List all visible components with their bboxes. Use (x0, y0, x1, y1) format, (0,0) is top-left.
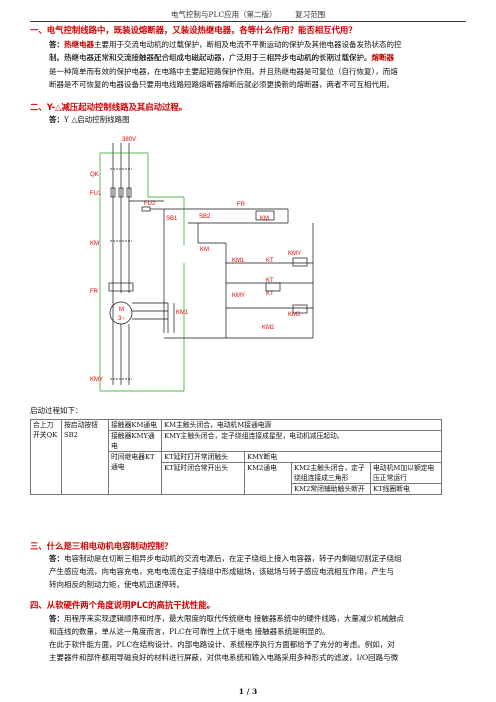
label-kmy2: KMY (232, 293, 245, 299)
q1-answer-label: 答： (49, 40, 64, 49)
q1-line1: 主要用于交流电动机的过载保护，断相及电流不平衡运动的保护及其他电器设备发热状态的… (94, 40, 402, 49)
q1-line2-wrap: 制。热继电器还常和交流接触器配合组成电磁起动器，广泛用于三相异步电动机的长期过载… (49, 51, 469, 64)
highlight-lines (99, 152, 185, 392)
q3-answer-label: 答： (49, 554, 64, 563)
q1-line2-text: 制。热继电器还常和交流接触器配合组成电磁起动器，广泛用于三相异步电动机的长期过载… (49, 53, 372, 62)
label-km2: KM2 (288, 312, 301, 318)
cell-r3c: KMY断电 (244, 451, 442, 463)
q3-l1: 电容制动是在切断三相异步电动机的交流电源后，在定子绕组上接入电容器，转子内剩磁切… (64, 554, 402, 563)
cell-close-qk: 合上刀开关QK (30, 419, 62, 495)
cell-r4e: 电动机M加以额定电压正常运行 (370, 462, 442, 484)
q3-l2: 产生感应电流，向电容充电，充电电流在定子绕组中形成磁场，该磁场与转子感应电流相互… (49, 567, 394, 576)
cell-r4b: KT延时闭合常开出头 (161, 462, 245, 495)
cell-r2b: KMY主触头闭合，定子绕组连接成星型，电动机减压起动。 (161, 430, 442, 452)
label-supply: 380V (122, 137, 136, 143)
q1-title: 一、电气控制线路中，既装设熔断器，又装设热继电器，各等什么作用？能否相互代用？ (30, 25, 357, 35)
label-fr2: FR (237, 202, 246, 208)
startup-process-table: 合上刀开关QK 按启动按钮SB2 接触器KM通电 KM主触头闭合，电动机M接通电… (30, 419, 442, 495)
process-label: 启动过程如下： (30, 406, 83, 415)
cell-r1b: KM主触头闭合，电动机M接通电源 (161, 419, 442, 431)
label-fr: FR (90, 289, 99, 295)
q1-term-fuse: 熔断器 (371, 53, 395, 62)
label-kt: KT (266, 258, 274, 264)
label-sb1: SB1 (166, 216, 178, 222)
q2-answer-text: Y △启动控制线路图 (64, 115, 130, 124)
q2-answer: 答：Y △启动控制线路图 (49, 113, 466, 126)
cell-r5d: KM2常闭辅助触头断开 (291, 483, 371, 495)
q2-title: 二、Y-△减压起动控制线路及其启动过程。 (30, 102, 188, 112)
q1-line2: 制。热继电器还常和交流接触器配合组成电磁起动器，广泛用于三相异步电动机的长期过载… (49, 53, 372, 63)
label-sb2: SB2 (199, 214, 211, 220)
q1-line3: 是一种简单而有效的保护电器，在电路中主要起短路保护作用。并且热继电器是可复位（自… (49, 67, 398, 76)
header-book: 电气控制与PLC应用（第二版） (170, 10, 277, 19)
q4-title: 四、从软硬件两个角度说明PLC的高抗干扰性能。 (30, 600, 216, 610)
label-motor-phase: 3~ (118, 316, 125, 322)
cell-r4c: KM2通电 (244, 462, 292, 495)
q4-l3: 在此于软件能方面，PLC在结构设计、内部电路设计、系统程序执行方面都给予了充分的… (49, 640, 395, 649)
label-kmy-main: KMY (90, 377, 103, 383)
cell-press-sb2: 按启动按钮SB2 (61, 419, 109, 495)
q4-l4: 主要器件和部件都用导磁良好的材料进行屏蔽，对供电系统和输入电路采用多种形式的滤波… (49, 653, 399, 662)
page-header: 电气控制与PLC应用（第二版） 复习范围 (0, 9, 496, 20)
cell-r1a: 接触器KM通电 (108, 419, 162, 431)
star-delta-circuit-diagram: 380V QK FU1 FU2 KM FR SB1 SB2 FR KM KM K… (90, 137, 314, 392)
label-km: KM (200, 247, 209, 253)
header-rule (30, 21, 466, 22)
q1-answer: 答：热继电器主要用于交流电动机的过载保护，断相及电流不平衡运动的保护及其他电器设… (30, 38, 466, 65)
q1-line4: 断器是不可恢复的电器设备只要用电线路短路熔断器熔断后就必须更换新的熔断器，两者不… (49, 80, 394, 89)
q3-l3: 转向相反的制动力矩，使电机迅速停转。 (49, 580, 184, 589)
cell-r2a: 接触器KMY通电 (108, 430, 162, 452)
page-number: 1 / 3 (238, 687, 258, 696)
label-kt2: KT (266, 278, 274, 284)
q4-l2: 和连线的数量，单从这一角度而言，PLC在可靠性上优于继电 接触器系统是明显的。 (49, 627, 330, 636)
label-kt3: KT (266, 291, 274, 297)
q3-title: 三、什么是三相电动机电容制动控制？ (30, 541, 173, 551)
q2-answer-label: 答： (49, 115, 64, 124)
cell-r3b: KT延时打开常闭触头 (161, 451, 245, 463)
q4-answer-label: 答： (49, 614, 64, 623)
label-fu2: FU2 (144, 201, 156, 207)
label-kmy: KMY (288, 251, 301, 257)
label-km-coil: KM (260, 216, 269, 222)
q1-term-thermal: 热继电器 (64, 40, 94, 49)
label-km2-bottom: KM2 (262, 325, 275, 331)
q3-answer: 答：电容制动是在切断三相异步电动机的交流电源后，在定子绕组上接入电容器，转子内剩… (49, 552, 466, 565)
q4-answer: 答：用程序来实现逻辑顺序和时序，最大限度的取代传统继电 接触器系统中的硬件线路，… (49, 612, 466, 625)
header-section: 复习范围 (295, 10, 326, 19)
label-motor: M (119, 307, 124, 313)
label-km-left: KM (90, 241, 99, 247)
circuit-wiring (108, 143, 314, 385)
cell-r3a: 时间继电器KT通电 (108, 451, 162, 495)
label-km1: KM1 (232, 258, 245, 264)
cell-r5e: KT线圈断电 (370, 483, 442, 495)
cell-r4d: KM2主触头闭合，定子绕组连接成三角形 (291, 462, 371, 484)
label-km1-main: KM1 (176, 310, 189, 316)
q4-l1: 用程序来实现逻辑顺序和时序，最大限度的取代传统继电 接触器系统中的硬件线路，大量… (64, 614, 404, 623)
label-qk: QK (90, 172, 99, 178)
label-fu1: FU1 (90, 191, 102, 197)
